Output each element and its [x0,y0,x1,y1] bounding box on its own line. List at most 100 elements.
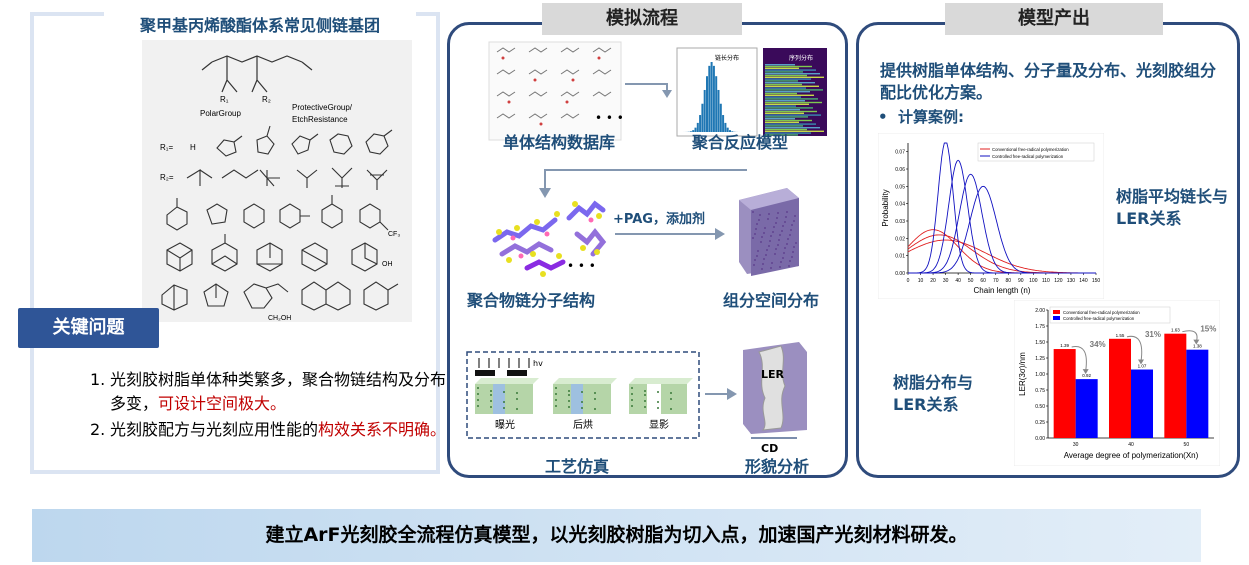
cube-particle [789,260,791,262]
legend-entry: Controlled free-radical polymerization [992,154,1064,159]
sequence-stripe [765,100,805,102]
cube-particle [775,222,777,224]
issue-text: 光刻胶配方与光刻应用性能的 [110,420,319,439]
cube-particle [779,234,781,236]
arrow-head [662,90,672,98]
chain-length-ler-label: 树脂平均链长与LER关系 [1116,187,1229,228]
film-particle [631,405,633,407]
film-particle [581,401,583,403]
r2-label: R₂ [262,95,271,104]
cube-particle [781,230,783,232]
y-axis-label: Probability [881,189,890,226]
reduction-arrow [1182,330,1198,342]
histogram-bar [722,115,725,132]
cube-particle [769,240,771,242]
film-particle [644,390,646,392]
film-particle [644,394,646,396]
model-output-description: 提供树脂单体结构、分子量及分布、光刻胶组分配比优化方案。 [880,61,1217,102]
cube-particle [785,216,787,218]
film-particle [568,400,570,402]
cube-particle [756,223,758,225]
histogram-bar [717,89,720,132]
cube-particle [754,259,756,261]
cube-particle [757,250,759,252]
cube-particle [795,242,797,244]
cube-particle [791,256,793,258]
bar-value-label: 0.92 [1082,373,1091,378]
x-axis-label: Chain length (n) [974,286,1031,295]
x-tick-label: 20 [930,278,936,284]
y-tick-label: 0.00 [895,271,905,277]
film-particle [644,400,646,402]
x-axis-label: Average degree of polymerization(Xn) [1064,451,1199,460]
ch2oh-label: CH₂OH [268,315,291,322]
polymer-chain-image: • • • [492,200,607,277]
x-tick-label: 130 [1067,278,1076,284]
chain-length-histogram: 链长分布 [676,47,758,137]
film-particle [503,391,505,393]
cube-particle [763,258,765,260]
cube-particle [761,236,763,238]
film-particle [490,390,492,392]
sequence-stripe [765,82,815,84]
film-particle [581,407,583,409]
cube-particle [773,226,775,228]
morph-analysis-label: 形貌分析 [745,457,809,476]
reduction-arrow-head [1193,339,1200,345]
side-chain-structures-svg: R₁ R₂ PolarGroup ProtectiveGroup/ EtchRe… [160,55,400,322]
histogram-bar [712,65,715,132]
sequence-stripe [765,87,806,89]
sequence-stripe [765,112,804,114]
cube-particle [758,219,760,221]
sequence-stripe [765,130,824,132]
film-particle [490,400,492,402]
y-tick-label: 1.75 [1035,324,1045,330]
cube-particle [784,221,786,223]
cube-particle [787,238,789,240]
h-label: H [190,143,196,152]
cube-particle [755,228,757,230]
cube-particle [756,255,758,257]
issue-item-1: 1. 光刻胶树脂单体种类繁多，聚合物链结构及分布多变，可设计空间极大。 [90,368,460,416]
histogram-bar [701,103,704,132]
distribution-ler-label: 树脂分布与LER关系 [893,373,974,414]
hv-label: hv [533,359,543,368]
reduction-label: 31% [1145,330,1161,339]
histogram-bar [694,127,697,132]
x-tick-label: 110 [1042,278,1050,284]
cube-particle [752,211,754,213]
cube-particle [754,233,756,235]
y-tick-label: 0.04 [895,202,905,208]
process-simulation-box: hv 曝光 后烘 显影 [466,351,700,439]
sequence-stripe [765,74,807,77]
film-particle [516,392,518,394]
r1-label: R₁ [220,95,229,104]
film-particle [568,406,570,408]
film-particle [516,398,518,400]
key-issues-list: 1. 光刻胶树脂单体种类繁多，聚合物链结构及分布多变，可设计空间极大。 2. 光… [90,368,460,444]
x-tick-label: 100 [1029,278,1038,284]
arrow-head [715,228,725,240]
cube-particle [770,235,772,237]
film-particle [568,390,570,392]
y-tick-label: 0.00 [1035,436,1045,442]
sequence-stripe [765,128,807,131]
sequence-stripe [765,80,798,82]
x-tick-label: 150 [1092,278,1101,284]
y-tick-label: 0.05 [895,184,905,190]
cube-particle [761,268,763,270]
issue-item-2: 2. 光刻胶配方与光刻应用性能的构效关系不明确。 [90,418,460,442]
issue-number: 2. [90,420,106,439]
y-tick-label: 2.00 [1035,308,1045,314]
film-particle [631,393,633,395]
cube-particle [765,254,767,256]
r2-alkyl-structures [186,167,388,190]
cube-particle [786,243,788,245]
cube-particle [789,234,791,236]
sequence-stripe [765,103,809,105]
film-particle [594,408,596,410]
x-tick-label: 120 [1054,278,1063,284]
cube-particle [780,261,782,263]
cube-particle [779,266,781,268]
